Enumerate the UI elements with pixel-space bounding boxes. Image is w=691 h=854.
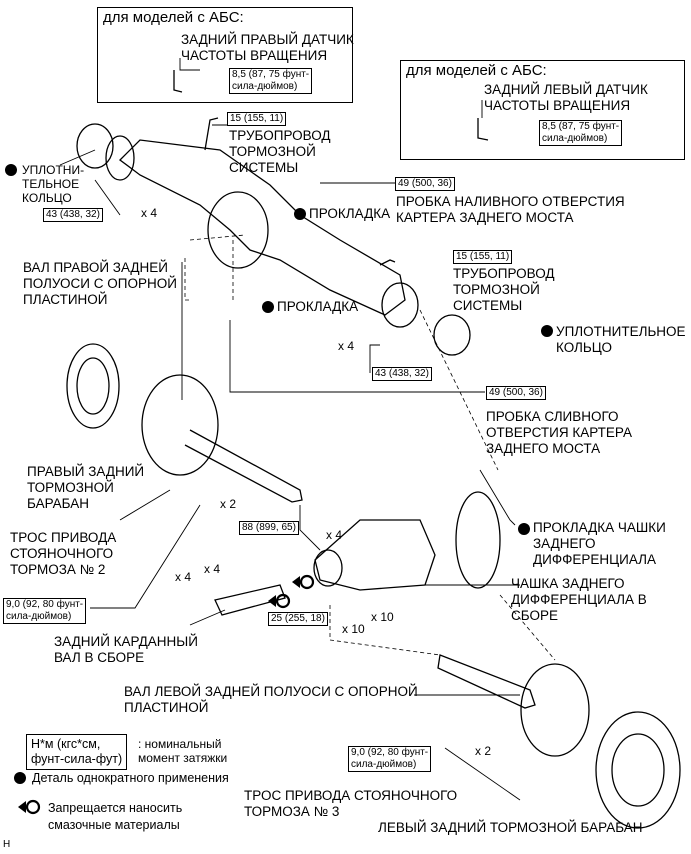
qty-diff-bolts: x 4 [326, 528, 343, 542]
non-reusable-dot-gasket-1 [294, 208, 306, 220]
label-brake-line-1: ТРУБОПРОВОД ТОРМОЗНОЙ СИСТЕМЫ [229, 128, 331, 175]
torque-cable-3: 9,0 (92, 80 фунт- сила-дюймов) [348, 746, 432, 772]
non-reusable-dot-oring-left [5, 164, 17, 176]
torque-drain-plug: 49 (500, 36) [486, 386, 546, 400]
right-backing-plate [141, 374, 219, 476]
abs-right-sensor [173, 70, 183, 93]
torque-cable-2: 9,0 (92, 80 фунт- сила-дюймов) [3, 598, 87, 624]
legend-no-lube-icon [18, 801, 26, 813]
torque-flange-left: 43 (438, 32) [43, 208, 103, 222]
label-propeller-shaft: ЗАДНИЙ КАРДАННЫЙ ВАЛ В СБОРЕ [54, 634, 198, 665]
label-left-shaft: ВАЛ ЛЕВОЙ ЗАДНЕЙ ПОЛУОСИ С ОПОРНОЙ ПЛАСТ… [124, 684, 418, 715]
corner-mark: H [3, 839, 11, 850]
label-left-drum: ЛЕВЫЙ ЗАДНИЙ ТОРМОЗНОЙ БАРАБАН [378, 820, 643, 835]
label-diff-gasket: ПРОКЛАДКА ЧАШКИ ЗАДНЕГО ДИФФЕРЕНЦИАЛА [533, 520, 666, 567]
abs-left-heading: для моделей с АБС: [406, 62, 547, 79]
label-gasket-1: ПРОКЛАДКА [309, 206, 391, 221]
qty-diff-washers: x 10 [371, 610, 394, 624]
label-parking-cable-2: ТРОС ПРИВОДА СТОЯНОЧНОГО ТОРМОЗА № 2 [10, 530, 117, 577]
right-drum-outer [66, 343, 120, 429]
label-oring-left: УПЛОТНИ- ТЕЛЬНОЕ КОЛЬЦО [22, 163, 85, 205]
abs-right-torque: 8,5 (87, 75 фунт- сила-дюймов) [229, 68, 313, 94]
abs-right-part: ЗАДНИЙ ПРАВЫЙ ДАТЧИК ЧАСТОТЫ ВРАЩЕНИЯ [181, 32, 354, 63]
legend-unit-desc: : номинальный момент затяжки [138, 737, 228, 765]
left-shaft [437, 654, 536, 709]
axle-housing [119, 139, 406, 316]
left-drum-inner [611, 733, 665, 807]
diff-gasket-shape [455, 491, 501, 589]
abs-right-heading: для моделей с АБС: [103, 9, 244, 26]
right-drum-inner [76, 357, 110, 415]
abs-left-torque: 8,5 (87, 75 фунт- сила-дюймов) [539, 120, 623, 146]
abs-left-frame [400, 60, 685, 160]
propeller-shaft-shape [214, 584, 286, 616]
qty-flange-left: x 4 [141, 206, 158, 220]
left-drum-outer [595, 711, 681, 829]
legend-unit-box: Н*м (кгс*см, фунт-сила-фут) [26, 734, 128, 770]
brake-line-1 [204, 117, 219, 151]
abs-right-frame [97, 7, 353, 103]
o-ring-left [76, 123, 114, 169]
diff-pinion-flange [313, 549, 343, 587]
qty-cable-2: x 2 [220, 497, 237, 511]
diff-carrier-body [314, 519, 436, 591]
label-gasket-2: ПРОКЛАДКА [277, 299, 359, 314]
non-reusable-dot-diff-gasket [518, 523, 530, 535]
torque-flange-right: 43 (438, 32) [372, 367, 432, 381]
label-parking-cable-3: ТРОС ПРИВОДА СТОЯНОЧНОГО ТОРМОЗА № 3 [244, 788, 458, 819]
label-right-drum: ПРАВЫЙ ЗАДНИЙ ТОРМОЗНОЙ БАРАБАН [27, 464, 145, 511]
housing-left-flange [105, 135, 135, 181]
label-diff-carrier: ЧАШКА ЗАДНЕГО ДИФФЕРЕНЦИАЛА В СБОРЕ [511, 576, 647, 623]
torque-diff-nuts: 25 (255, 18) [268, 612, 328, 626]
label-fill-plug: ПРОБКА НАЛИВНОГО ОТВЕРСТИЯ КАРТЕРА ЗАДНЕ… [396, 194, 625, 225]
qty-prop-nuts: x 4 [204, 562, 221, 576]
non-reusable-dot-oring-right [541, 325, 553, 337]
torque-brake-line-2: 15 (155, 11) [453, 250, 513, 264]
legend-dot-icon [14, 772, 26, 784]
brake-line-2 [379, 259, 396, 266]
legend-non-reusable: Деталь однократного применения [32, 771, 229, 785]
label-right-shaft: ВАЛ ПРАВОЙ ЗАДНЕЙ ПОЛУОСИ С ОПОРНОЙ ПЛАС… [23, 260, 177, 307]
no-lube-marker-1 [292, 576, 300, 588]
abs-left-sensor [477, 118, 489, 141]
label-oring-right: УПЛОТНИТЕЛЬНОЕ КОЛЬЦО [556, 324, 686, 355]
housing-right-flange [381, 282, 419, 328]
torque-diff-carrier: 88 (899, 65) [239, 521, 299, 535]
label-brake-line-2: ТРУБОПРОВОД ТОРМОЗНОЙ СИСТЕМЫ [453, 266, 555, 313]
legend-no-lube: Запрещается наносить смазочные материалы [48, 801, 183, 832]
abs-left-part: ЗАДНИЙ ЛЕВЫЙ ДАТЧИК ЧАСТОТЫ ВРАЩЕНИЯ [484, 82, 648, 113]
left-backing-plate [520, 663, 590, 757]
right-shaft [184, 429, 303, 503]
qty-diff-nuts: x 10 [342, 622, 365, 636]
qty-cable-3: x 2 [475, 744, 492, 758]
torque-brake-line-1: 15 (155, 11) [227, 112, 287, 126]
no-lube-marker-2 [268, 595, 276, 607]
non-reusable-dot-gasket-2 [262, 301, 274, 313]
o-ring-right [433, 314, 471, 356]
qty-prop-bolts: x 4 [175, 570, 192, 584]
torque-fill-plug: 49 (500, 36) [395, 177, 455, 191]
label-drain-plug: ПРОБКА СЛИВНОГО ОТВЕРСТИЯ КАРТЕРА ЗАДНЕГ… [486, 409, 632, 456]
qty-flange-right: x 4 [338, 339, 355, 353]
housing-center-bowl [207, 191, 269, 269]
